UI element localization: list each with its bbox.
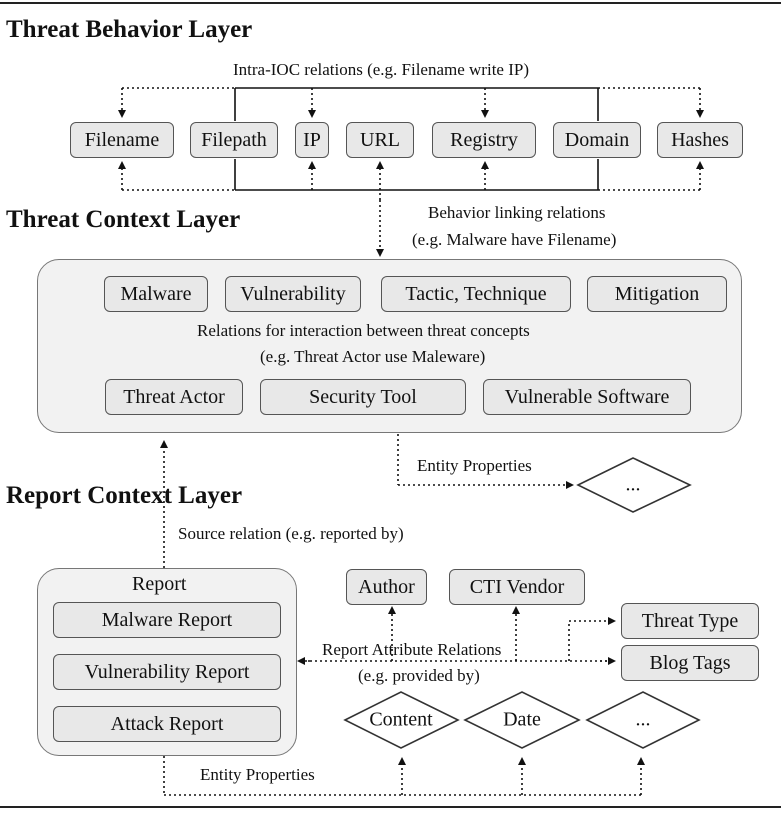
ioc-hashes: Hashes	[657, 122, 743, 158]
interaction-label-1: Relations for interaction between threat…	[197, 321, 530, 340]
interaction-label-2: (e.g. Threat Actor use Maleware)	[260, 347, 486, 366]
concept-mitigation: Mitigation	[587, 276, 727, 312]
context-layer-title: Threat Context Layer	[6, 206, 241, 233]
context-entity-properties-label: Entity Properties	[417, 456, 532, 475]
ioc-filename: Filename	[70, 122, 174, 158]
ioc-filepath: Filepath	[190, 122, 278, 158]
property-date: Date	[503, 708, 541, 731]
attribute-author: Author	[346, 569, 427, 605]
bottom-rule	[0, 806, 781, 808]
concept-malware: Malware	[104, 276, 208, 312]
behavior-link-label-1: Behavior linking relations	[428, 203, 606, 222]
concept-vulnerability: Vulnerability	[225, 276, 361, 312]
top-rule	[0, 2, 781, 4]
property-content: Content	[369, 708, 433, 731]
concept-tactic-technique: Tactic, Technique	[381, 276, 571, 312]
content-diamond	[343, 691, 460, 749]
attribute-cti-vendor: CTI Vendor	[449, 569, 585, 605]
context-properties-diamond	[576, 457, 692, 513]
property-more: ...	[635, 708, 651, 731]
source-relation-label: Source relation (e.g. reported by)	[178, 524, 404, 543]
report-vulnerability: Vulnerability Report	[53, 654, 281, 690]
behavior-link-label-2: (e.g. Malware have Filename)	[412, 230, 617, 249]
intra-ioc-label: Intra-IOC relations (e.g. Filename write…	[230, 60, 532, 80]
attribute-blog-tags: Blog Tags	[621, 645, 759, 681]
ioc-url: URL	[346, 122, 414, 158]
ioc-ip: IP	[295, 122, 329, 158]
attribute-threat-type: Threat Type	[621, 603, 759, 639]
ioc-registry: Registry	[432, 122, 536, 158]
attribute-relations-label-1: Report Attribute Relations	[322, 640, 502, 659]
report-attack: Attack Report	[53, 706, 281, 742]
report-group-title: Report	[132, 573, 187, 595]
date-diamond	[463, 691, 581, 749]
concept-threat-actor: Threat Actor	[105, 379, 243, 415]
concept-security-tool: Security Tool	[260, 379, 466, 415]
attribute-relations-label-2: (e.g. provided by)	[358, 666, 480, 685]
ioc-domain: Domain	[553, 122, 641, 158]
report-malware: Malware Report	[53, 602, 281, 638]
report-entity-properties-label: Entity Properties	[200, 765, 315, 784]
concept-vulnerable-software: Vulnerable Software	[483, 379, 691, 415]
report-more-diamond	[585, 691, 701, 749]
report-layer-title: Report Context Layer	[6, 482, 243, 509]
context-properties-more: ...	[625, 473, 641, 496]
behavior-layer-title: Threat Behavior Layer	[6, 16, 253, 43]
